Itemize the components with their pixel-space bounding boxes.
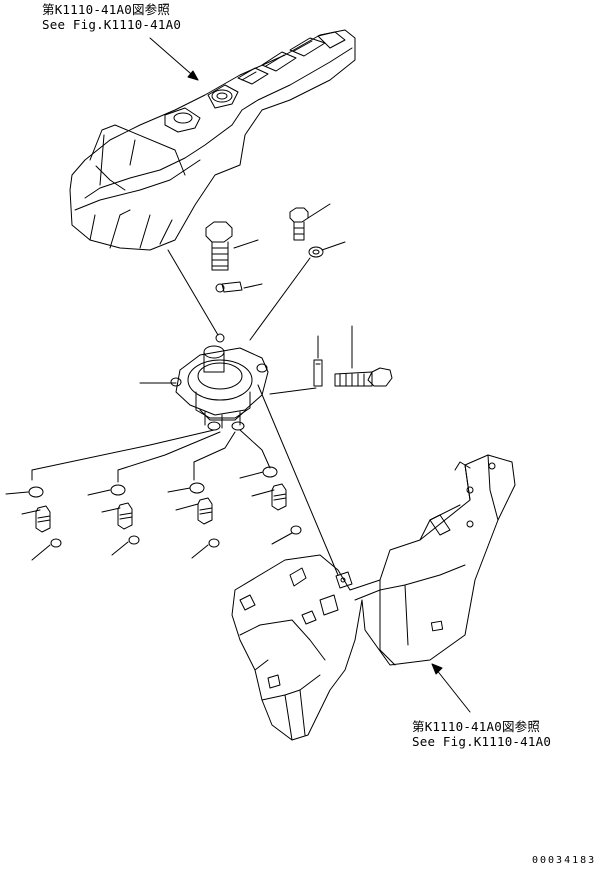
fitting-2 [88,485,139,555]
top-reference-jp: 第K1110-41A0図参照 [42,2,171,17]
bottom-reference-leader [432,664,470,712]
pilot-valve [140,334,268,430]
bottom-reference-label: 第K1110-41A0図参照 See Fig.K1110-41A0 [412,719,551,749]
bottom-reference-jp: 第K1110-41A0図参照 [412,719,541,734]
nut-top [216,282,262,292]
bolt-horizontal [335,326,392,386]
fitting-1 [6,487,61,560]
fitting-3 [168,483,219,558]
drawing-number: 00034183 [532,855,597,866]
mounting-frame [232,455,515,740]
top-reference-leader [150,38,198,80]
leader-console-joystick [168,250,218,335]
washer-top [309,242,345,257]
bolt-large [206,222,258,270]
top-reference-label: 第K1110-41A0図参照 See Fig.K1110-41A0 [42,2,181,32]
washer-right [270,336,322,394]
bottom-reference-en: See Fig.K1110-41A0 [412,734,552,749]
leader-joystick-frame [258,385,338,575]
leader-washer-joystick [250,258,310,340]
bolt-small [290,204,330,240]
hose-routing [32,430,270,482]
console-cover [70,30,355,250]
fitting-4 [240,467,301,544]
top-reference-en: See Fig.K1110-41A0 [42,17,182,32]
